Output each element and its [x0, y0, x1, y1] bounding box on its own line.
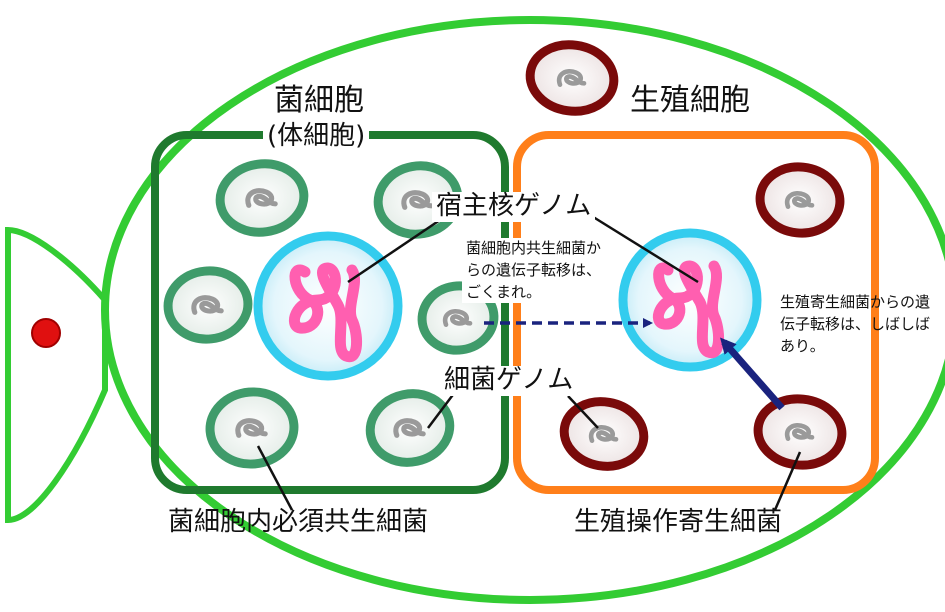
leader-line [773, 451, 802, 511]
eye-icon [31, 318, 61, 348]
leader-line [256, 445, 294, 511]
insect-body-outline [101, 16, 945, 604]
bacterial-genome-label: 細菌ゲノム [440, 365, 578, 396]
fish-tail [5, 226, 108, 524]
leader-line [567, 395, 599, 429]
obligate-symbiont-label: 菌細胞内必須共生細菌 [168, 507, 429, 537]
chromosome-icon [653, 260, 724, 359]
bacteriocyte-nucleus [253, 231, 403, 381]
germ-cell-box [513, 131, 879, 494]
parasite-bacterium [559, 397, 649, 471]
somatic-cell-label: (体細胞) [263, 121, 370, 152]
parasite-bacterium [525, 40, 619, 116]
frequent-transfer-arrow [720, 337, 785, 411]
symbiont-bacterium [205, 387, 299, 469]
leader-line [347, 218, 441, 284]
reproductive-manipulator-label: 生殖操作寄生細菌 [574, 507, 783, 537]
symbiont-bacterium [215, 159, 309, 237]
host-nuclear-genome-label: 宿主核ゲノム [432, 191, 596, 222]
leader-line [427, 391, 456, 429]
frequent-transfer-note: 生殖寄生細菌からの遺伝子転移は、しばしばあり。 [780, 293, 931, 355]
rare-transfer-note: 菌細胞内共生細菌からの遺伝子転移は、ごくまれ。 [462, 238, 606, 304]
parasite-bacterium [753, 394, 847, 470]
parasite-bacterium [755, 162, 845, 238]
germ-cell-nucleus [618, 228, 762, 372]
leader-line [589, 213, 699, 284]
bacteriocyte-label: 菌細胞 [274, 83, 364, 118]
symbiont-bacterium [163, 266, 253, 344]
chromosome-icon [289, 262, 362, 363]
symbiont-bacterium [365, 389, 455, 467]
germ-cell-label: 生殖細胞 [630, 83, 750, 118]
